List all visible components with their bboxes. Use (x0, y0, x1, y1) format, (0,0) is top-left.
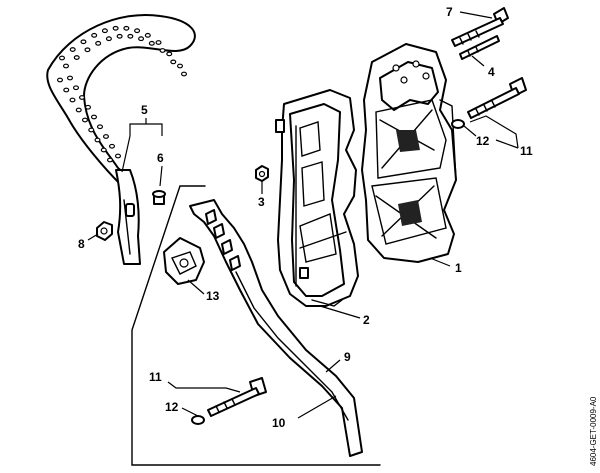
part-8-nut (96, 221, 113, 241)
grip-hole (127, 33, 134, 39)
callout-11-right: 11 (520, 144, 533, 158)
grip-hole (81, 117, 88, 123)
part-7-bolt (451, 7, 509, 47)
grip-hole (112, 25, 119, 31)
callout-11-inset: 11 (149, 370, 162, 384)
leader-lines (87, 11, 519, 419)
part-9-spring-strip (189, 199, 363, 457)
grip-hole (73, 55, 80, 60)
grip-hole (108, 143, 115, 149)
grip-hole (69, 47, 76, 52)
grip-hole (114, 153, 121, 159)
grip-hole (56, 77, 63, 83)
grip-hole (170, 59, 177, 65)
grip-hole (94, 137, 101, 143)
grip-hole (72, 85, 79, 91)
callout-8: 8 (78, 237, 85, 251)
part-13-knob (163, 237, 205, 285)
grip-hole (78, 95, 85, 100)
grip-hole (134, 28, 141, 34)
part-1-main-body (361, 43, 457, 263)
grip-hole (144, 32, 151, 38)
callout-2: 2 (363, 313, 370, 327)
grip-hole (84, 47, 91, 53)
grip-hole (181, 71, 188, 77)
detail-frame (131, 185, 381, 466)
grip-hole (95, 40, 102, 46)
grip-hole (148, 40, 155, 46)
grip-hole (105, 36, 112, 42)
part-11-bolt-inset (207, 377, 267, 417)
grip-hole (58, 55, 65, 61)
grip-hole (66, 75, 73, 81)
grip-hole (84, 104, 91, 110)
grip-hole (106, 157, 113, 163)
grip-hole (88, 127, 95, 133)
part-12-washer-right (451, 119, 465, 129)
callout-6: 6 (157, 151, 164, 165)
callout-7: 7 (446, 5, 453, 19)
grip-hole (155, 40, 162, 45)
grip-hole (138, 36, 145, 42)
part-3-nut (255, 165, 269, 182)
grip-hole (177, 63, 184, 69)
grip-hole (80, 39, 87, 45)
handle-grip (46, 14, 196, 265)
callouts: 1 2 3 4 5 6 7 8 9 10 11 12 11 12 13 (78, 5, 533, 430)
grip-hole (159, 48, 166, 53)
grip-hole (96, 124, 103, 130)
grip-hole (100, 147, 107, 153)
grip-hole (63, 87, 70, 93)
grip-perforations (56, 25, 188, 163)
grip-hole (101, 28, 108, 34)
part-6-screw (152, 190, 166, 205)
callout-13: 13 (206, 289, 220, 303)
callout-1: 1 (455, 261, 462, 275)
callout-3: 3 (258, 195, 265, 209)
grip-hole (62, 63, 69, 69)
callout-10: 10 (272, 416, 286, 430)
drawing-code: 4604-GET-0009-A0 (589, 396, 598, 466)
grip-hole (75, 107, 82, 113)
part-12-washer-inset (191, 415, 205, 425)
callout-12-right: 12 (476, 134, 490, 148)
part-2-housing-shell (275, 89, 359, 307)
grip-hole (69, 97, 76, 103)
callout-12-inset: 12 (165, 400, 179, 414)
grip-hole (102, 134, 109, 139)
grip-hole (90, 114, 97, 120)
part-4-pin (459, 35, 500, 60)
grip-hole (91, 32, 98, 38)
callout-9: 9 (344, 350, 351, 364)
part-11-bolt-right (467, 77, 527, 119)
callout-4: 4 (488, 65, 495, 79)
grip-hole (166, 51, 173, 57)
grip-hole (123, 25, 130, 31)
callout-5: 5 (141, 103, 148, 117)
grip-hole (116, 33, 123, 39)
